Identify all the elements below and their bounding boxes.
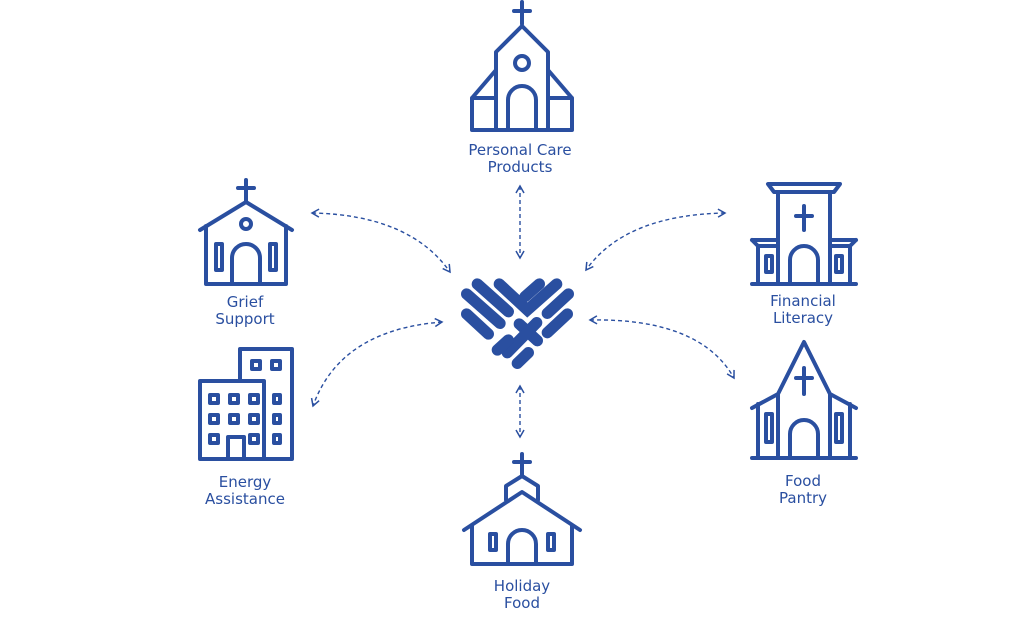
node-holiday: Holiday Food: [442, 578, 602, 611]
node-label-line: Grief: [226, 293, 264, 311]
node-label-line: Energy: [218, 473, 272, 491]
node-energy: Energy Assistance: [165, 474, 325, 507]
office-building-icon: [198, 347, 294, 461]
arrow-food-pantry: [588, 315, 735, 380]
node-label-line: Personal Care: [468, 141, 572, 159]
arrow-financial: [585, 208, 727, 272]
church-icon: [750, 182, 858, 286]
node-label-line: Products: [487, 157, 553, 176]
arrow-energy: [310, 317, 444, 408]
node-grief: Grief Support: [165, 294, 325, 327]
node-label-line: Food: [504, 593, 540, 612]
node-label-line: Pantry: [779, 488, 827, 507]
node-personal-care: Personal Care Products: [440, 142, 600, 175]
node-label-line: Financial: [770, 292, 836, 310]
node-label-line: Assistance: [205, 489, 285, 508]
church-icon: [198, 178, 294, 286]
node-food-pantry: Food Pantry: [723, 473, 883, 506]
church-icon: [750, 340, 858, 460]
node-label-line: Literacy: [772, 308, 834, 327]
heart-hands-logo-icon: [461, 278, 574, 369]
church-icon: [470, 0, 574, 132]
church-icon: [462, 452, 582, 566]
node-label-line: Support: [215, 309, 275, 328]
arrow-grief: [310, 208, 451, 274]
node-financial: Financial Literacy: [723, 293, 883, 326]
node-label-line: Holiday: [493, 577, 551, 595]
node-label-line: Food: [785, 472, 821, 490]
